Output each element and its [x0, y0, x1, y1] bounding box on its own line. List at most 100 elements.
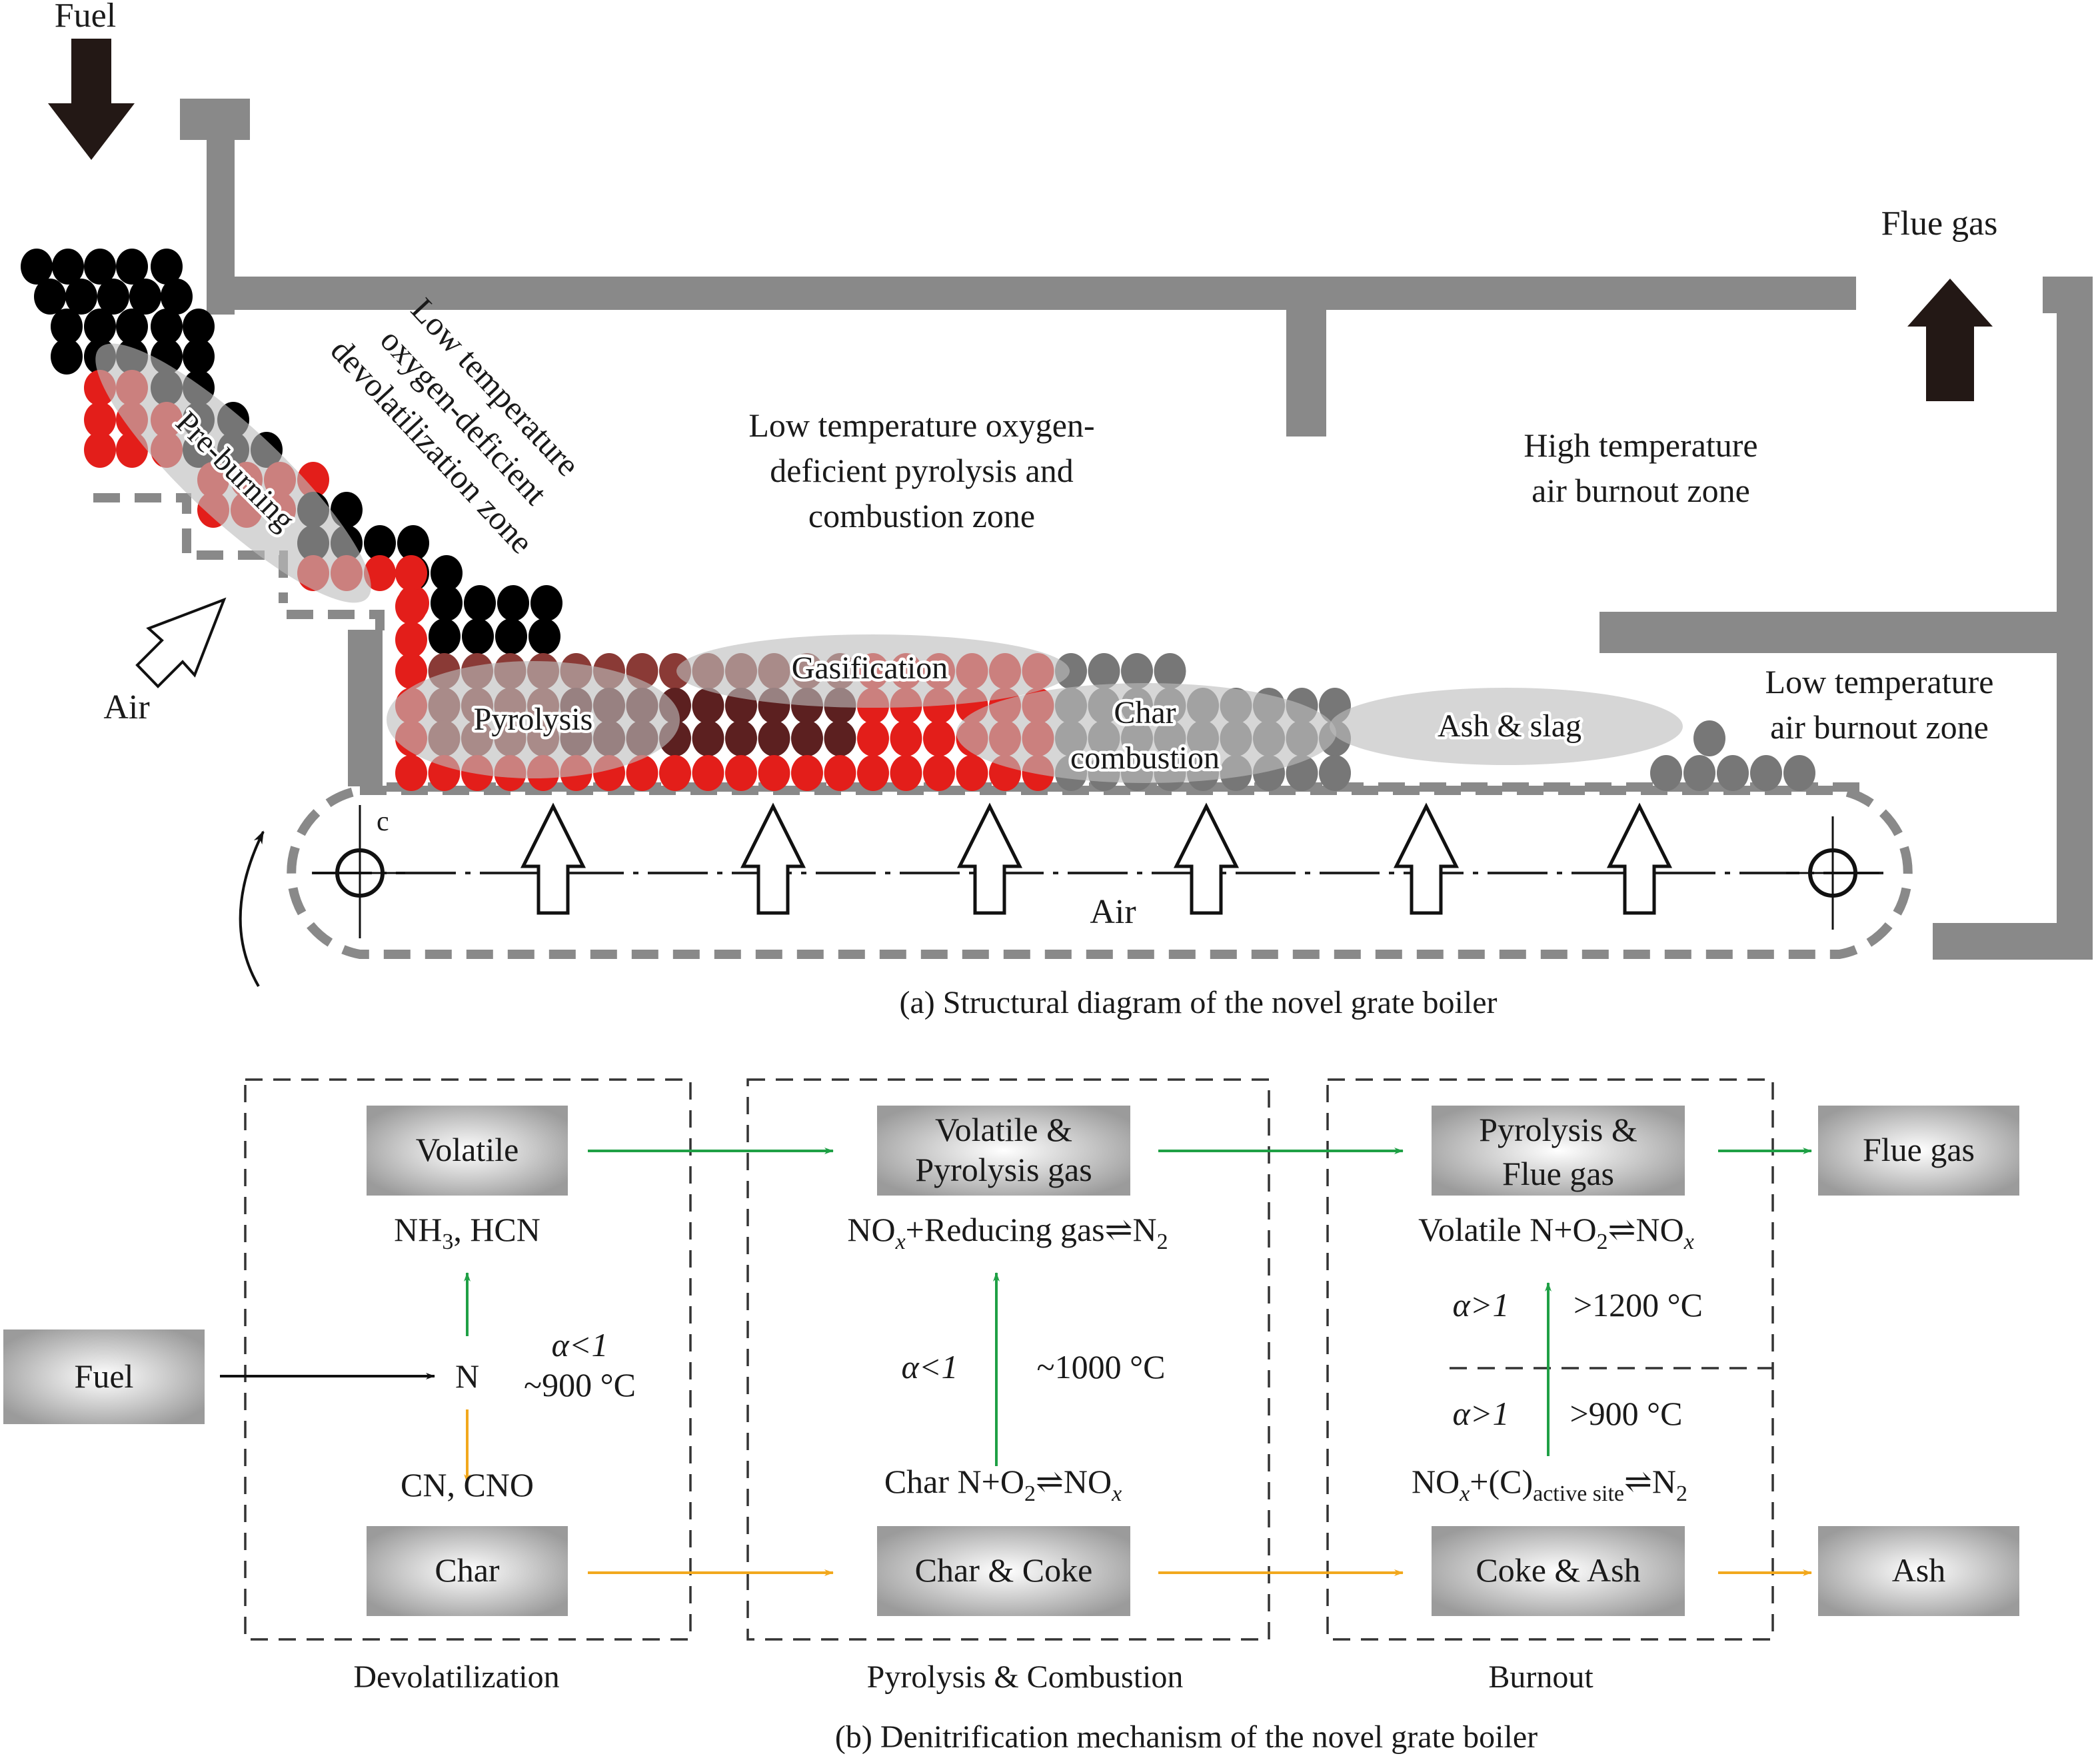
bed-particle — [824, 720, 856, 756]
bed-particle — [692, 755, 724, 791]
hopper-particle — [331, 492, 363, 528]
bed-particle — [1121, 653, 1153, 689]
fuel-label: Fuel — [55, 0, 116, 35]
bed-particle — [1783, 755, 1815, 791]
gasification-overlay — [676, 634, 1070, 708]
ash-slag-overlay — [1330, 688, 1683, 765]
svg-text:Flue gas: Flue gas — [1863, 1131, 1975, 1168]
hopper-particle — [51, 309, 83, 345]
hopper-particle — [183, 339, 215, 375]
svg-text:combustion zone: combustion zone — [808, 497, 1035, 534]
hopper-particle — [116, 249, 148, 285]
hopper-particle — [183, 309, 215, 345]
boiler-structure: Fuel Flue gas — [21, 0, 2093, 1020]
bed-particle — [659, 755, 691, 791]
svg-text:Fuel: Fuel — [75, 1357, 134, 1395]
svg-text:Char & Coke: Char & Coke — [915, 1551, 1093, 1589]
bed-particle — [857, 720, 889, 756]
bed-particle — [395, 653, 427, 689]
chain-label: c — [377, 806, 389, 837]
hopper-particle — [21, 249, 53, 285]
hopper-particle — [364, 555, 396, 591]
bed-particle — [395, 622, 427, 658]
bed-particle — [725, 720, 757, 756]
bed-particle — [791, 755, 823, 791]
side-air-label: Air — [103, 688, 149, 726]
figure-a-caption: (a) Structural diagram of the novel grat… — [900, 985, 1498, 1020]
under-grate-air-arrow-icon — [1173, 802, 1240, 915]
bed-particle — [1750, 755, 1782, 791]
hopper-particle — [84, 402, 116, 438]
bed-particle — [495, 618, 527, 654]
bed-particle — [395, 755, 427, 791]
bed-particle — [1154, 653, 1186, 689]
svg-text:Pyrolysis gas: Pyrolysis gas — [915, 1151, 1092, 1188]
under-grate-air-arrows — [520, 802, 1673, 915]
nox-char-reduction-reaction: NOx+(C)active site⇌N2 — [1412, 1463, 1687, 1506]
hopper-particle — [116, 309, 148, 345]
nitrogen-label: N — [455, 1357, 479, 1395]
bed-particle — [1717, 755, 1749, 791]
bed-particle — [725, 755, 757, 791]
bed-particle — [692, 720, 724, 756]
figure-b-caption: (b) Denitrification mechanism of the nov… — [835, 1719, 1538, 1755]
bed-particle — [462, 618, 494, 654]
hopper-particle — [431, 585, 463, 621]
pyro-alpha-label: α<1 — [902, 1348, 958, 1385]
bed-particle — [626, 755, 658, 791]
bed-particle — [758, 755, 790, 791]
pyro-temp-label: ~1000 °C — [1037, 1348, 1166, 1385]
svg-text:Pyrolysis &: Pyrolysis & — [1479, 1111, 1637, 1148]
low-temp-burnout-zone-label: Low temperature air burnout zone — [1765, 663, 1994, 746]
rear-arch — [1599, 612, 2057, 653]
bed-particle — [528, 618, 560, 654]
rotation-arrow-icon — [239, 830, 265, 988]
bed-particle — [758, 720, 790, 756]
bed-particle — [692, 688, 724, 724]
bed-particle — [923, 720, 955, 756]
under-grate-air-arrow-icon — [956, 802, 1023, 915]
volatile-pyrolysis-gas-box: Volatile & Pyrolysis gas — [877, 1106, 1130, 1196]
burnout-lower-alpha: α>1 — [1453, 1395, 1510, 1432]
hopper-particle — [65, 279, 97, 315]
stage-label-devolatilization: Devolatilization — [353, 1659, 559, 1695]
bed-particle — [890, 720, 922, 756]
nox-reduction-reaction: NOx+Reducing gas⇌N2 — [847, 1211, 1168, 1254]
svg-text:Volatile: Volatile — [416, 1131, 519, 1168]
pyrolysis-overlay — [387, 661, 680, 778]
ash-output-box: Ash — [1818, 1526, 2019, 1616]
devol-temp-label: ~900 °C — [524, 1366, 636, 1403]
rear-sprocket-icon — [1786, 816, 1879, 930]
svg-text:High temperature: High temperature — [1524, 427, 1757, 464]
under-grate-air-label: Air — [1090, 893, 1136, 931]
svg-text:air burnout zone: air burnout zone — [1770, 708, 1989, 746]
burnout-upper-temp: >1200 °C — [1574, 1286, 1703, 1323]
char-combustion-overlay — [956, 683, 1336, 783]
burnout-upper-alpha: α>1 — [1453, 1286, 1510, 1323]
cn-cno-label: CN, CNO — [401, 1466, 534, 1503]
bed-particle — [395, 555, 427, 591]
fuel-down-arrow-icon — [48, 39, 135, 160]
char-combustion-label-2: combustion — [1070, 740, 1220, 776]
gasification-label: Gasification — [792, 650, 948, 686]
bed-particle — [956, 755, 988, 791]
coke-ash-box: Coke & Ash — [1432, 1526, 1685, 1616]
bed-particle — [1319, 755, 1351, 791]
bed-particle — [890, 755, 922, 791]
svg-text:Flue gas: Flue gas — [1502, 1155, 1614, 1192]
ash-slag-label: Ash & slag — [1438, 708, 1581, 744]
hopper-particle — [84, 432, 116, 468]
svg-text:Volatile &: Volatile & — [935, 1111, 1072, 1148]
pyrolysis-flue-gas-box: Pyrolysis & Flue gas — [1432, 1106, 1685, 1196]
flue-gas-up-arrow-icon — [1907, 279, 1993, 401]
pyrolysis-combustion-zone-label: Low temperature oxygen- deficient pyroly… — [748, 407, 1094, 534]
chain-grate-loop — [287, 786, 1913, 959]
side-air-arrow-icon — [135, 597, 227, 688]
hopper-particle — [497, 585, 529, 621]
under-grate-air-arrow-icon — [520, 802, 586, 915]
hopper-particle — [151, 249, 183, 285]
bed-particle — [824, 755, 856, 791]
hopper-particle — [364, 525, 396, 561]
bed-particle — [923, 755, 955, 791]
